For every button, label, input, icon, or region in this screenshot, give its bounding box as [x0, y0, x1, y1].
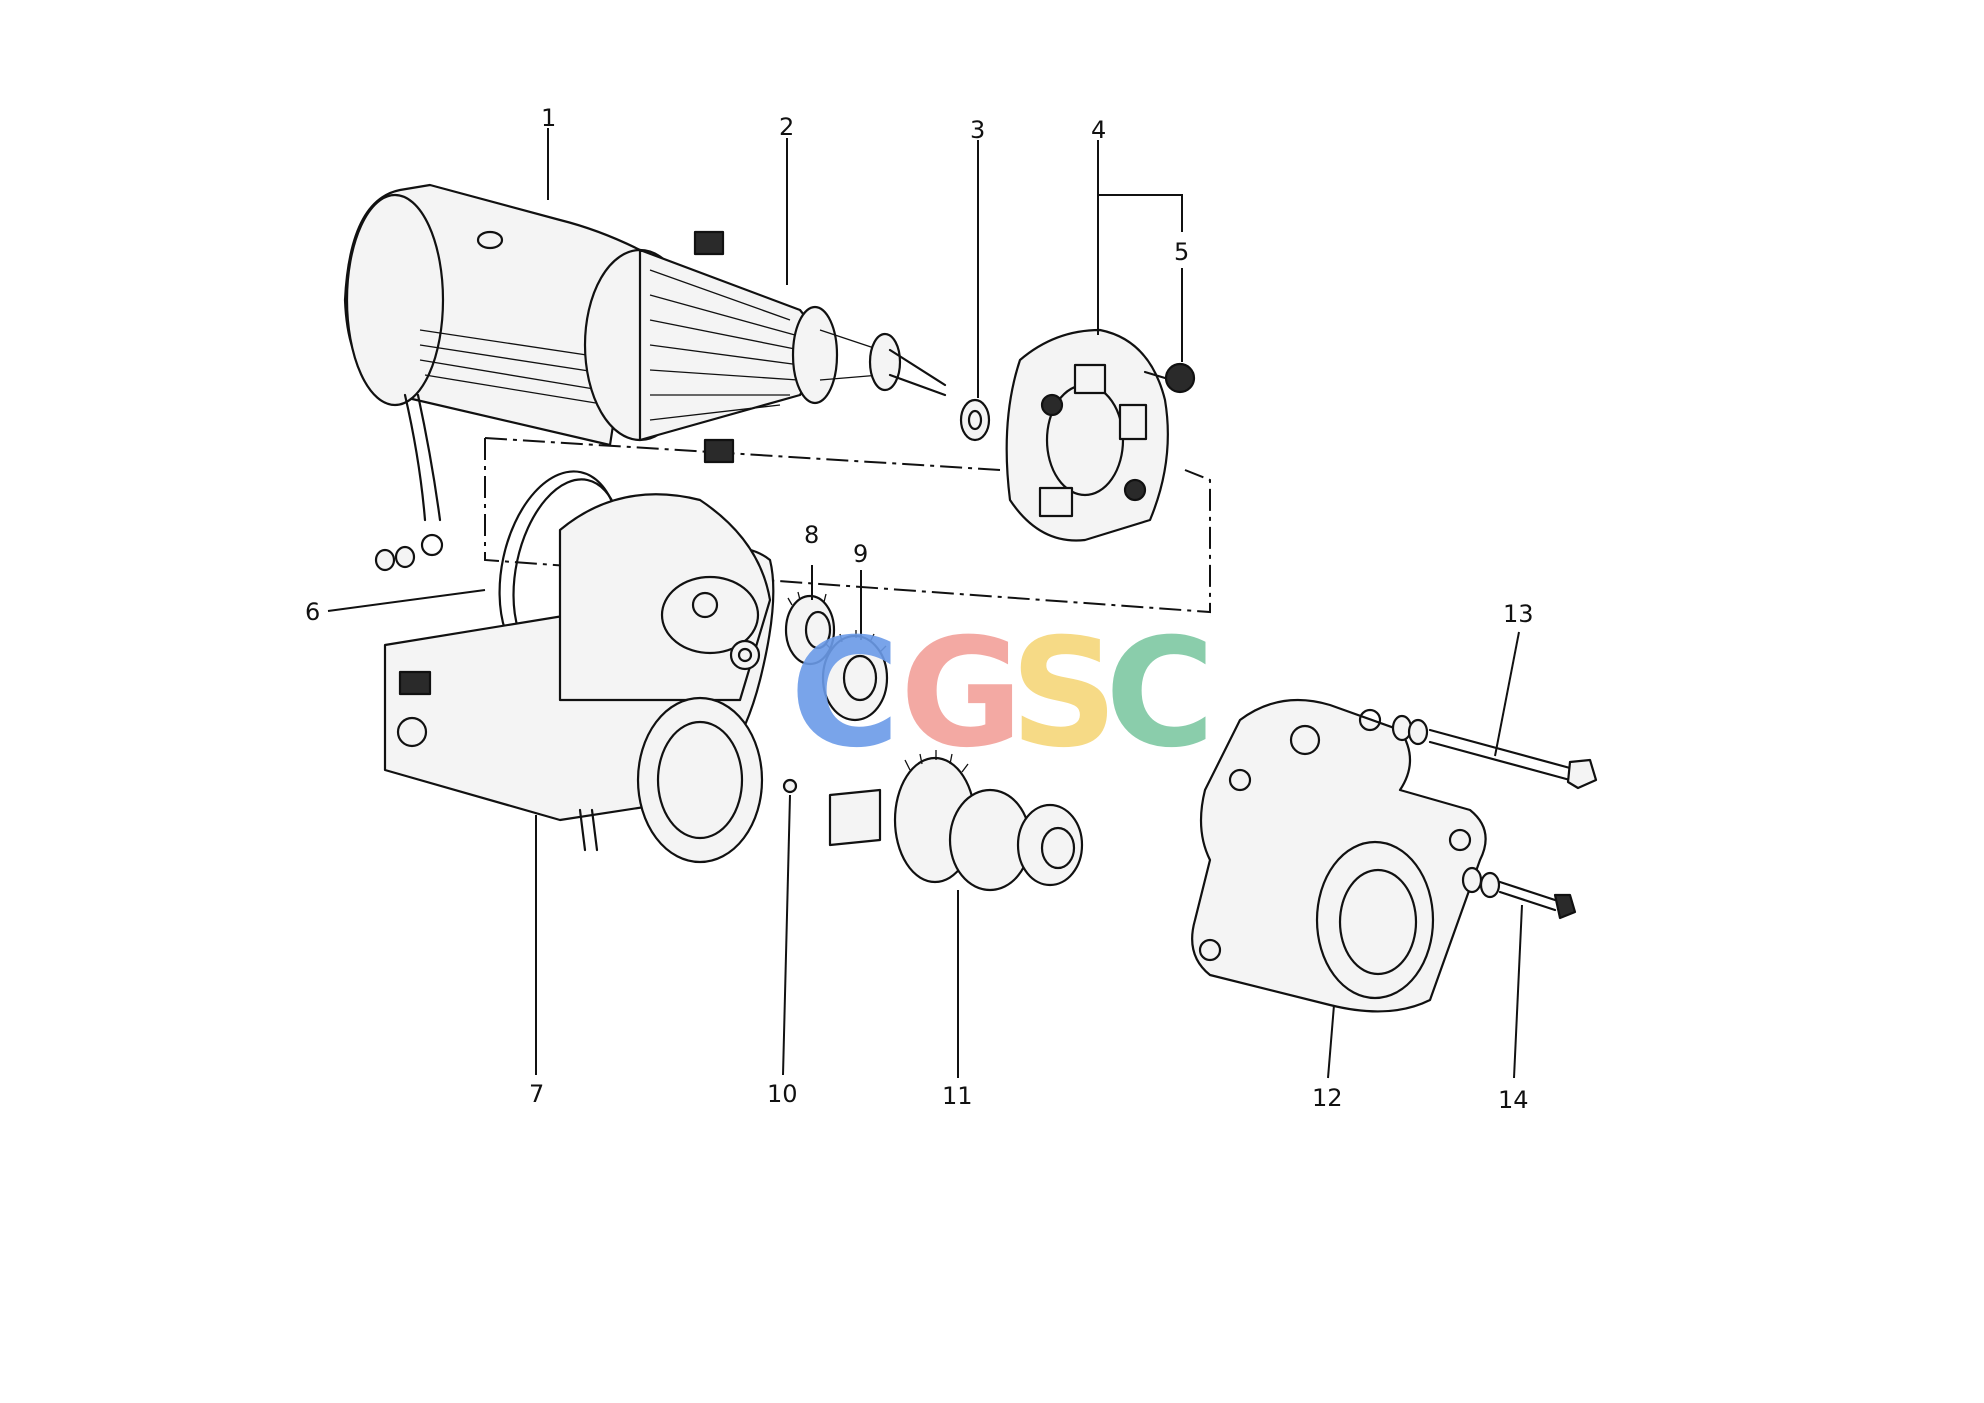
watermark-letter-c1: C — [790, 607, 900, 781]
callout-12: 12 — [1312, 1084, 1343, 1112]
callout-14: 14 — [1498, 1086, 1529, 1114]
part-12-end-bracket — [1191, 698, 1487, 1013]
callout-5: 5 — [1174, 238, 1189, 266]
callout-9: 9 — [853, 540, 868, 568]
callout-2: 2 — [779, 113, 794, 141]
part-11-pinion-drive — [828, 750, 1084, 892]
watermark-letter-g: G — [900, 607, 1023, 781]
callout-1: 1 — [541, 104, 556, 132]
part-9-gear — [821, 630, 889, 722]
part-1-motor-housing — [343, 183, 725, 572]
part-10-ball — [782, 778, 798, 794]
part-14-screw — [1461, 866, 1577, 920]
part-4-brush-holder — [1005, 328, 1169, 542]
callout-labels: 1 2 3 4 5 6 7 8 9 10 11 12 13 14 — [305, 104, 1534, 1114]
leader-lines — [327, 128, 1523, 1079]
callout-4: 4 — [1091, 116, 1106, 144]
watermark-letter-s: S — [1010, 607, 1118, 781]
part-7-drive-housing — [383, 493, 775, 864]
part-2-armature — [583, 248, 947, 464]
part-3-washer — [959, 398, 991, 442]
callout-8: 8 — [804, 521, 819, 549]
part-8-gear — [784, 590, 836, 666]
assembly-dashdot-line — [484, 437, 1211, 614]
callout-6: 6 — [305, 598, 320, 626]
callout-10: 10 — [767, 1080, 798, 1108]
callout-13: 13 — [1503, 600, 1534, 628]
watermark-cgsc-logo: C G S C — [790, 607, 1215, 781]
callout-3: 3 — [970, 116, 985, 144]
part-13-through-bolt — [1391, 714, 1598, 790]
part-5-screw — [1143, 362, 1196, 394]
watermark-letter-c2: C — [1105, 607, 1215, 781]
callout-11: 11 — [942, 1082, 973, 1110]
callout-7: 7 — [529, 1080, 544, 1108]
